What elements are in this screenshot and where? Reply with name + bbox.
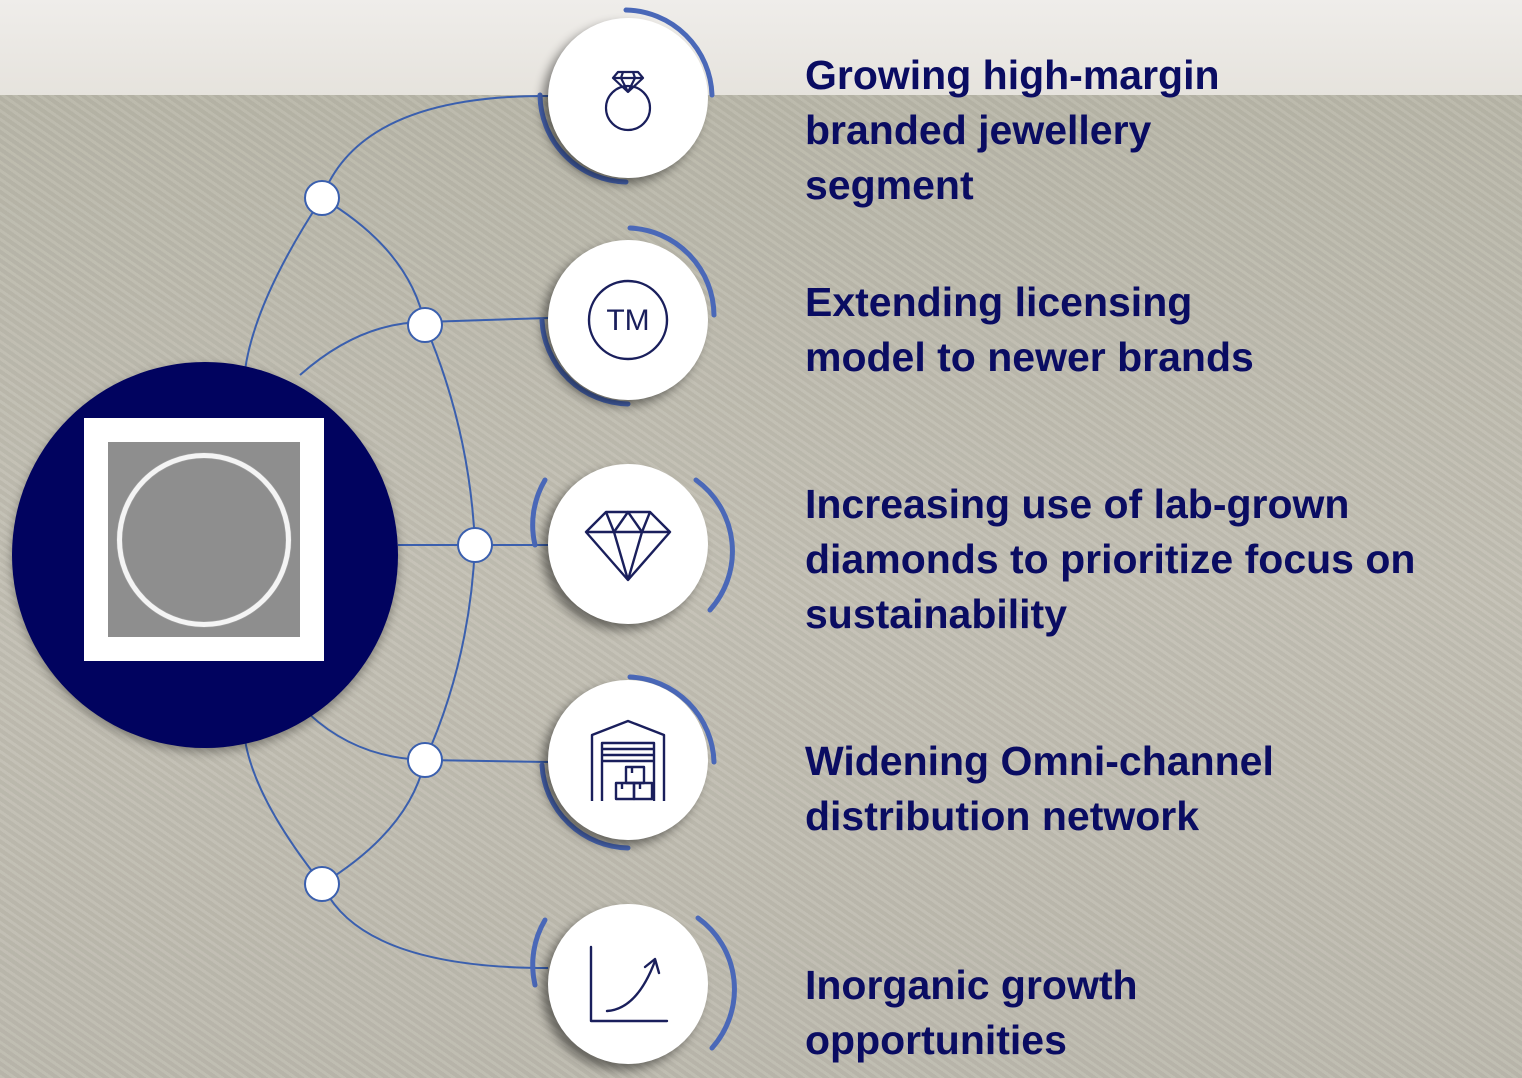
outer-arc xyxy=(244,94,549,371)
diamond-icon xyxy=(584,510,672,582)
warehouse-icon xyxy=(590,719,666,801)
item-label-4: Widening Omni-channel distribution netwo… xyxy=(805,734,1274,844)
accent-arc-1-top xyxy=(623,7,715,98)
top-band xyxy=(0,0,1522,95)
svg-text:TM: TM xyxy=(606,304,649,337)
hub-icon-frame xyxy=(84,418,324,661)
ring-outline-icon xyxy=(117,453,291,627)
junction-dot-1 xyxy=(304,180,340,216)
accent-arc-4-top xyxy=(627,674,717,765)
growth-chart-icon xyxy=(589,945,669,1023)
item-label-5-text: Inorganic growth opportunities xyxy=(805,962,1138,1063)
accent-arc-1-bottom xyxy=(537,92,629,185)
trademark-icon: TM xyxy=(587,279,669,361)
accent-arc-3-top xyxy=(530,477,548,548)
node-trademark: TM xyxy=(548,240,708,400)
item-label-2-text: Extending licensing model to newer brand… xyxy=(805,279,1254,380)
item-label-5: Inorganic growth opportunities xyxy=(805,958,1138,1068)
accent-arc-2-bottom xyxy=(539,317,631,407)
junction-dot-3 xyxy=(457,527,493,563)
accent-arc-5-right xyxy=(695,915,737,1051)
node-diamond-ring xyxy=(548,18,708,178)
accent-arc-3-right xyxy=(693,477,735,613)
item-label-1-text: Growing high-margin branded jewellery se… xyxy=(805,52,1220,208)
hub-icon-background xyxy=(108,442,300,637)
item-label-3: Increasing use of lab-grown diamonds to … xyxy=(805,477,1415,642)
node-warehouse xyxy=(548,680,708,840)
accent-arc-2-top xyxy=(627,225,717,318)
node-diamond xyxy=(548,464,708,624)
junction-dot-5 xyxy=(304,866,340,902)
junction-dot-2 xyxy=(407,307,443,343)
outer-arc-lower xyxy=(244,739,549,969)
diamond-ring-icon xyxy=(604,70,652,132)
accent-arc-4-bottom xyxy=(539,762,631,851)
item-label-2: Extending licensing model to newer brand… xyxy=(805,275,1254,385)
junction-dot-4 xyxy=(407,742,443,778)
node-growth-chart xyxy=(548,904,708,1064)
central-hub xyxy=(12,362,398,748)
item-label-1: Growing high-margin branded jewellery se… xyxy=(805,48,1220,213)
item-label-4-text: Widening Omni-channel distribution netwo… xyxy=(805,738,1274,839)
accent-arc-5-top xyxy=(530,917,548,988)
item-label-3-text: Increasing use of lab-grown diamonds to … xyxy=(805,481,1416,637)
